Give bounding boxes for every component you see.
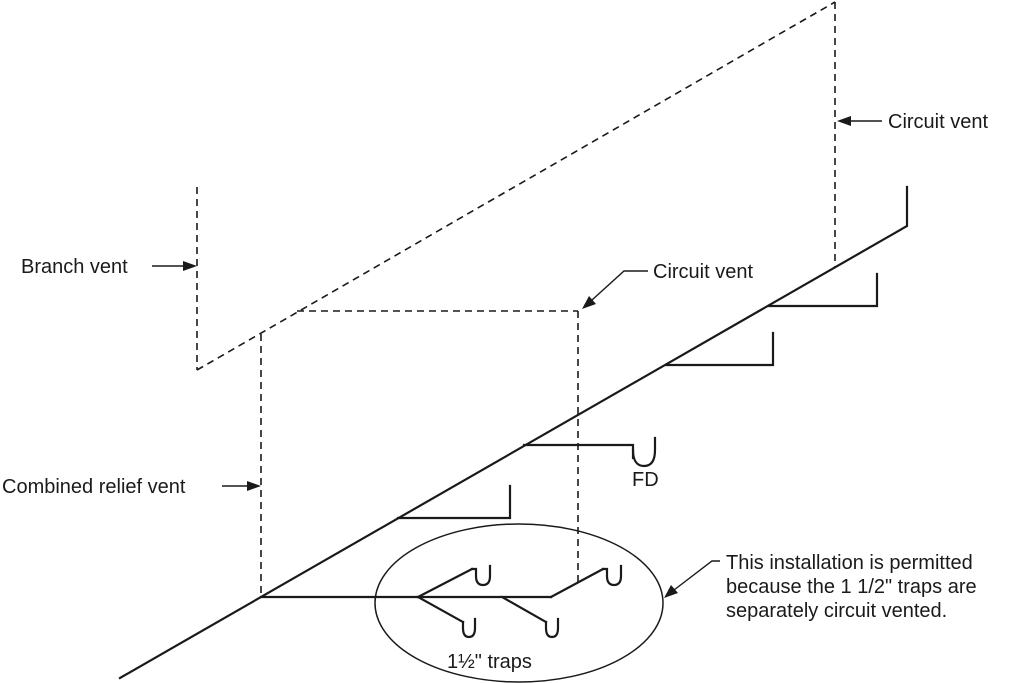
label-combined-relief-vent: Combined relief vent [2,476,186,498]
trap-arm-up-left [416,567,474,599]
vent-lines [196,1,836,597]
leader-circuit-vent-mid [591,270,648,301]
arrow-circuit-vent-mid [582,296,596,309]
label-branch-vent: Branch vent [21,256,128,278]
trap-arm-up-right [549,567,605,599]
label-circuit-vent-mid: Circuit vent [653,261,753,283]
arrow-branch-vent [183,261,197,271]
arrow-note [664,585,678,598]
note-line-3: separately circuit vented. [726,600,947,622]
vent-header-sloped [196,1,836,371]
note-line-1: This installation is permitted [726,552,973,574]
arrow-circuit-vent-top [837,116,851,126]
trap-lower-right [544,617,560,639]
note-line-2: because the 1 1/2" traps are [726,576,977,598]
label-floor-drain: FD [632,469,659,491]
branch-arm-1 [767,272,879,308]
branch-arm-2 [664,331,775,367]
trap-upper-right [601,564,623,587]
leader-note [673,560,720,591]
trap-lower-left [461,617,477,639]
trap-arm-down-left [416,595,465,624]
drain-piping [118,185,909,680]
main-sloped-drain [118,185,909,680]
trap-arm-down-right [500,595,548,624]
traps [461,564,623,639]
arrow-combined-relief-vent [247,481,261,491]
trap-group-highlight-oval [374,523,664,683]
branch-arm-4 [396,484,512,520]
label-traps: 1½" traps [447,651,532,673]
trap-upper-left [470,564,492,587]
label-circuit-vent-top: Circuit vent [888,111,988,133]
leaders [152,116,882,598]
floor-drain-trap [631,436,657,468]
